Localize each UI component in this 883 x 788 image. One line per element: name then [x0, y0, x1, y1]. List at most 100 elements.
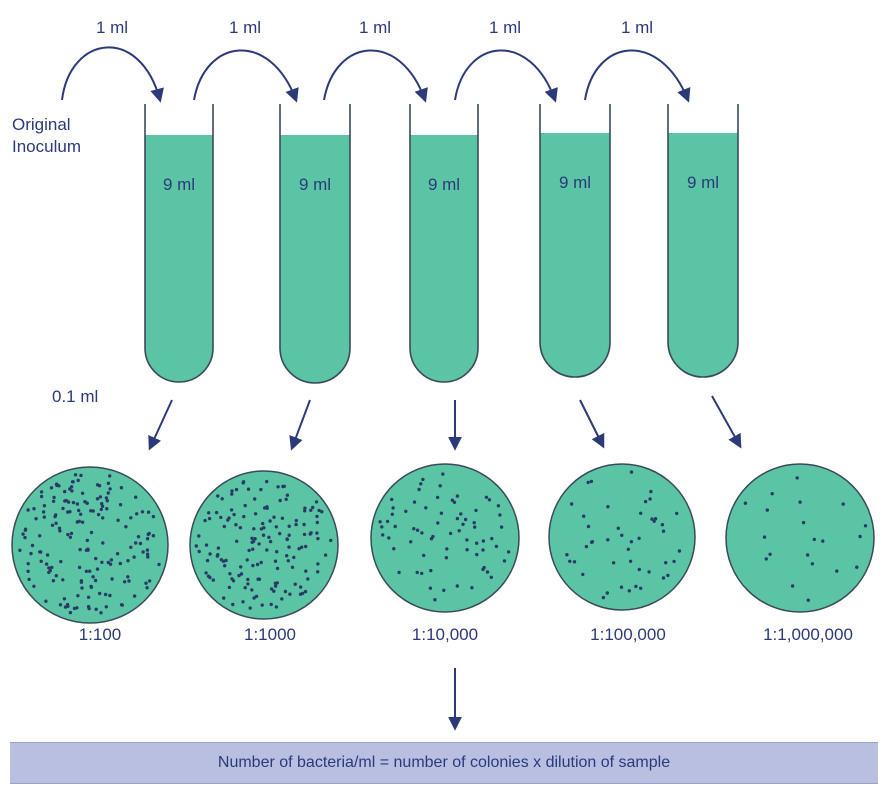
colony-dot	[241, 600, 244, 603]
colony-dot	[664, 561, 667, 564]
colony-dot	[620, 534, 623, 537]
colony-dot	[267, 536, 270, 539]
colony-dot	[230, 492, 233, 495]
colony-dot	[380, 525, 383, 528]
colony-dot	[306, 577, 309, 580]
colony-dot	[459, 512, 462, 515]
colony-dot	[490, 537, 493, 540]
serial-dilution-diagram: Original Inoculum 1 ml 1 ml 1 ml 1 ml 1 …	[0, 0, 883, 740]
colony-dot	[32, 585, 35, 588]
colony-dot	[662, 576, 665, 579]
transfer-arrow-4	[455, 50, 555, 100]
colony-dot	[766, 508, 769, 511]
tube-volume-label-4: 9 ml	[559, 173, 591, 192]
colony-dot	[464, 518, 467, 521]
colony-dot	[246, 578, 249, 581]
formula-banner: Number of bacteria/ml = number of coloni…	[10, 742, 878, 784]
colony-dot	[486, 570, 489, 573]
colony-dot	[100, 508, 103, 511]
colony-dot	[404, 510, 407, 513]
colony-dot	[835, 569, 838, 572]
colony-dot	[316, 537, 319, 540]
colony-dot	[98, 592, 101, 595]
colony-dot	[250, 588, 253, 591]
colony-dot	[802, 521, 805, 524]
colony-dot	[317, 509, 320, 512]
plating-arrow-5	[712, 396, 740, 446]
colony-dot	[40, 495, 43, 498]
colony-dot	[475, 542, 478, 545]
colony-dot	[239, 526, 242, 529]
colony-dot	[744, 502, 747, 505]
colony-dot	[80, 579, 83, 582]
colony-dot	[255, 595, 258, 598]
colony-dot	[498, 513, 501, 516]
colony-dot	[458, 529, 461, 532]
colony-dot	[88, 570, 91, 573]
colony-dot	[34, 517, 37, 520]
colony-dot	[488, 498, 491, 501]
colony-dot	[429, 569, 432, 572]
colony-dot	[280, 597, 283, 600]
colony-dot	[431, 535, 434, 538]
colony-dot	[276, 485, 279, 488]
colony-dot	[63, 597, 66, 600]
colony-dot	[807, 599, 810, 602]
colony-dot	[58, 529, 61, 532]
colony-dot	[110, 558, 113, 561]
colony-dot	[46, 553, 49, 556]
colony-dot	[29, 552, 32, 555]
colony-dot	[147, 533, 150, 536]
colony-dot	[266, 507, 269, 510]
colony-dot	[630, 470, 633, 473]
colony-dot	[54, 513, 57, 516]
colony-dot	[52, 500, 55, 503]
colony-dot	[99, 495, 102, 498]
colony-dot	[647, 570, 650, 573]
dilution-label-4: 1:100,000	[590, 625, 666, 644]
colony-dot	[304, 590, 307, 593]
colony-dot	[119, 562, 122, 565]
colony-dot	[653, 520, 656, 523]
colony-dot	[316, 570, 319, 573]
colony-dot	[69, 611, 72, 614]
plating-arrow-2	[292, 400, 310, 448]
colony-dot	[54, 522, 57, 525]
colony-dot	[105, 605, 108, 608]
colony-dot	[413, 500, 416, 503]
colony-dot	[94, 579, 97, 582]
colony-dot	[26, 570, 29, 573]
colony-dot	[66, 603, 69, 606]
colony-dot	[288, 593, 291, 596]
test-tube-1: 9 ml	[145, 104, 213, 382]
colony-dot	[141, 510, 144, 513]
plating-arrow-1	[150, 400, 172, 448]
colony-dot	[250, 537, 253, 540]
colony-dot	[26, 508, 29, 511]
colony-dot	[763, 535, 766, 538]
colony-dot	[285, 498, 288, 501]
colony-dot	[629, 560, 632, 563]
colony-dot	[274, 582, 277, 585]
colony-dot	[439, 484, 442, 487]
colony-dot	[204, 571, 207, 574]
colony-dot	[791, 584, 794, 587]
colony-dot	[252, 540, 255, 543]
colony-dot	[110, 577, 113, 580]
colony-dot	[582, 515, 585, 518]
colony-dot	[666, 574, 669, 577]
colony-dot	[235, 488, 238, 491]
colony-dot	[661, 523, 664, 526]
test-tube-5: 9 ml	[668, 104, 738, 377]
colony-dot	[43, 504, 46, 507]
colony-dot	[71, 480, 74, 483]
colony-dot	[45, 562, 48, 565]
colony-dot	[76, 520, 79, 523]
colony-dot	[109, 563, 112, 566]
colony-dot	[565, 553, 568, 556]
colony-dot	[456, 494, 459, 497]
colony-dot	[391, 506, 394, 509]
colony-dot	[283, 485, 286, 488]
colony-dot	[309, 531, 312, 534]
colony-dot	[139, 542, 142, 545]
